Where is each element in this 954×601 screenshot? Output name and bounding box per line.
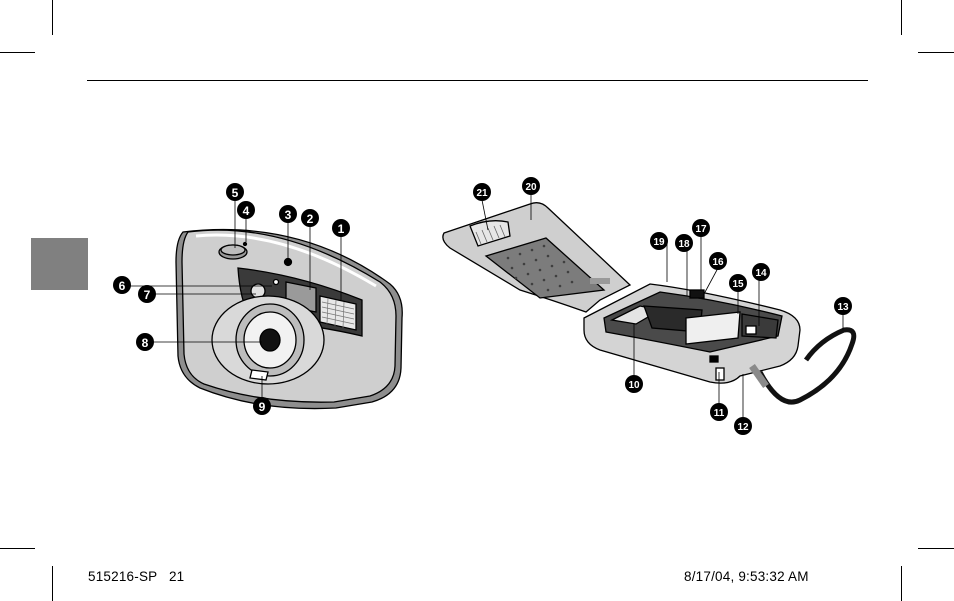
crop-mark <box>918 548 954 549</box>
svg-text:2: 2 <box>307 212 314 226</box>
callout-3: 3 <box>279 205 297 223</box>
callout-6: 6 <box>113 276 131 294</box>
callout-21: 21 <box>473 183 491 201</box>
callout-8: 8 <box>136 333 154 351</box>
callout-14: 14 <box>752 263 770 281</box>
svg-text:7: 7 <box>144 288 151 302</box>
crop-mark <box>0 52 35 53</box>
svg-text:9: 9 <box>259 400 266 414</box>
camera-front-drawing <box>175 228 403 410</box>
svg-text:21: 21 <box>476 188 488 199</box>
svg-text:10: 10 <box>628 380 640 391</box>
callout-2: 2 <box>301 209 319 227</box>
svg-text:13: 13 <box>837 302 849 313</box>
crop-mark <box>901 0 902 35</box>
callout-11: 11 <box>710 403 728 421</box>
callout-5: 5 <box>226 183 244 201</box>
footer-slug-left: 515216-SP 21 <box>88 569 185 584</box>
crop-mark <box>918 52 954 53</box>
svg-text:20: 20 <box>525 182 537 193</box>
callout-7: 7 <box>138 285 156 303</box>
callout-19: 19 <box>650 232 668 250</box>
svg-text:18: 18 <box>678 239 690 250</box>
callout-16: 16 <box>709 252 727 270</box>
svg-text:17: 17 <box>695 224 707 235</box>
leader-lines <box>130 193 844 420</box>
footer-slug-right: 8/17/04, 9:53:32 AM <box>684 569 809 584</box>
callout-12: 12 <box>734 417 752 435</box>
callout-numbers: 1 2 3 4 5 6 7 8 9 10 11 12 13 14 15 16 1… <box>113 177 852 435</box>
crop-mark <box>0 548 35 549</box>
callout-20: 20 <box>522 177 540 195</box>
svg-text:8: 8 <box>142 336 149 350</box>
svg-text:3: 3 <box>285 208 292 222</box>
crop-mark <box>52 566 53 601</box>
callout-15: 15 <box>729 274 747 292</box>
crop-mark <box>901 566 902 601</box>
svg-text:6: 6 <box>119 279 126 293</box>
callout-9: 9 <box>253 397 271 415</box>
camera-back-drawing <box>442 202 857 405</box>
svg-text:4: 4 <box>243 204 250 218</box>
svg-text:11: 11 <box>714 408 725 419</box>
section-tab <box>31 238 88 290</box>
callout-10: 10 <box>625 375 643 393</box>
svg-text:14: 14 <box>755 268 767 279</box>
callout-1: 1 <box>332 219 350 237</box>
header-rule <box>87 80 868 81</box>
svg-text:15: 15 <box>732 279 744 290</box>
svg-text:16: 16 <box>712 257 724 268</box>
callout-4: 4 <box>237 201 255 219</box>
svg-text:19: 19 <box>653 237 665 248</box>
svg-text:12: 12 <box>737 422 749 433</box>
crop-mark <box>52 0 53 35</box>
callout-18: 18 <box>675 234 693 252</box>
svg-text:1: 1 <box>338 222 345 236</box>
callout-13: 13 <box>834 297 852 315</box>
callout-17: 17 <box>692 219 710 237</box>
svg-text:5: 5 <box>232 186 239 200</box>
